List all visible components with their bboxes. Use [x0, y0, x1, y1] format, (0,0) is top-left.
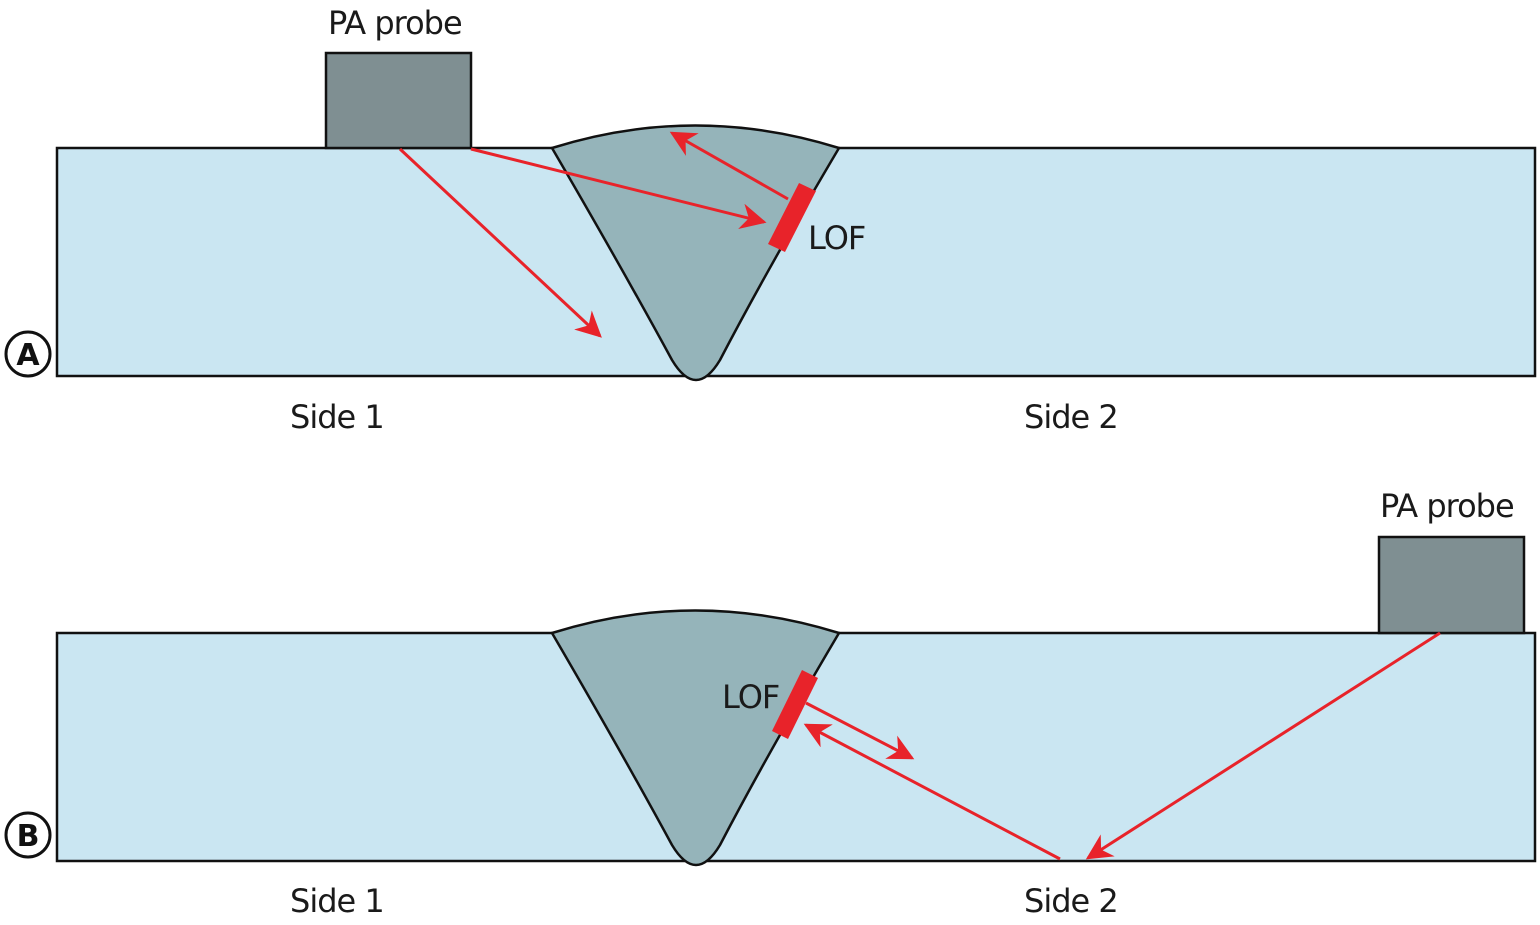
side1-label-a: Side 1: [290, 398, 384, 436]
pa-probe-b: [1377, 535, 1526, 635]
defect-label-a: LOF: [808, 219, 865, 257]
beam-a-reflection: [669, 131, 789, 201]
weld-bead-a: [550, 124, 841, 382]
lof-defect-b: [772, 670, 818, 739]
badge-b: [4, 811, 52, 859]
side2-label-a: Side 2: [1024, 398, 1118, 436]
panel-a: PA probe LOF Side 1 Side 2 A: [4, 4, 1537, 436]
side1-label-b: Side 1: [290, 882, 384, 920]
probe-label-b: PA probe: [1380, 487, 1514, 525]
side2-label-b: Side 2: [1024, 882, 1118, 920]
beam-a-downward: [398, 147, 602, 338]
beam-b-incident: [1085, 631, 1441, 860]
lof-defect-a: [768, 183, 816, 252]
badge-a-letter: A: [16, 338, 40, 373]
badge-b-letter: B: [17, 819, 40, 854]
beam-a-to-defect: [470, 147, 767, 229]
probe-label-a: PA probe: [328, 4, 462, 42]
beam-b-bottom-reflect: [803, 723, 1061, 861]
pa-probe-a: [324, 51, 473, 150]
panel-b: PA probe LOF Side 1 Side 2 B: [4, 487, 1537, 920]
beam-b-defect-echo: [805, 701, 915, 760]
weld-bead-b: [550, 609, 841, 867]
defect-label-b: LOF: [722, 678, 779, 716]
badge-a: [4, 330, 52, 378]
